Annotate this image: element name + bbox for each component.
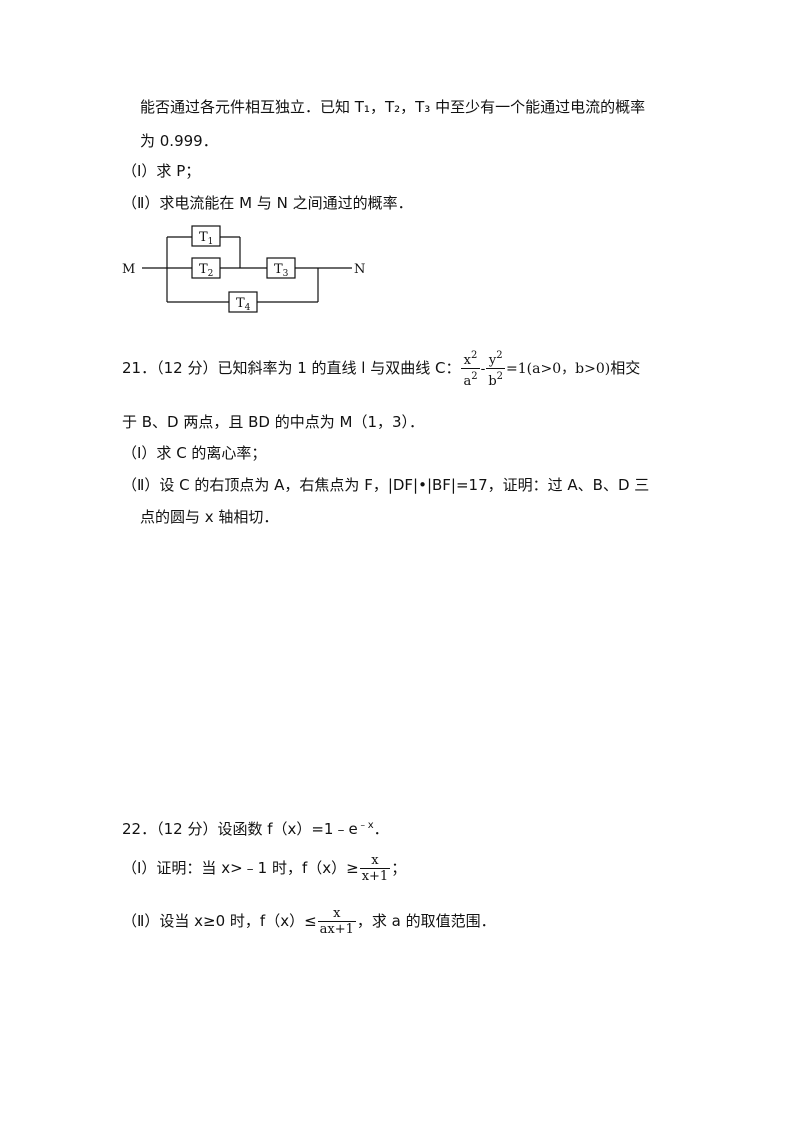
t1-box: [191, 225, 221, 247]
label-t3: T3: [274, 262, 289, 279]
t3-box: [266, 257, 296, 279]
label-t2: T2: [199, 262, 213, 279]
p22-line1: 22．（12 分）设函数 f（x）=1﹣e﹣x．: [122, 820, 389, 838]
label-m: M: [122, 262, 135, 277]
p20-line2: 为 0.999．: [140, 132, 218, 150]
label-t1: T1: [199, 230, 213, 247]
p22-exp: ﹣x: [357, 820, 374, 831]
p21-part2: （Ⅱ）设 C 的右顶点为 A，右焦点为 F，|DF|•|BF|=17，证明：过 …: [122, 476, 650, 494]
p21-part2b: 点的圆与 x 轴相切．: [140, 508, 279, 526]
label-n: N: [354, 262, 365, 277]
t2-box: [191, 257, 221, 279]
p21-tail: 相交: [610, 359, 641, 377]
p21-minus: -: [480, 361, 486, 377]
t4-box: [228, 291, 258, 313]
p21-lead: 21．（12 分）已知斜率为 1 的直线 l 与双曲线 C：: [122, 359, 461, 377]
p21-line2: 于 B、D 两点，且 BD 的中点为 M（1，3）．: [122, 413, 425, 431]
p20-part1: （Ⅰ）求 P；: [122, 162, 201, 180]
p21-cond: =1(a>0，b>0): [506, 361, 611, 377]
label-t4: T4: [236, 296, 251, 313]
p21-part1: （Ⅰ）求 C 的离心率；: [122, 444, 267, 462]
p20-part2: （Ⅱ）求电流能在 M 与 N 之间通过的概率．: [122, 194, 413, 212]
p20-line1: 能否通过各元件相互独立．已知 T₁，T₂，T₃ 中至少有一个能通过电流的概率: [140, 98, 646, 116]
